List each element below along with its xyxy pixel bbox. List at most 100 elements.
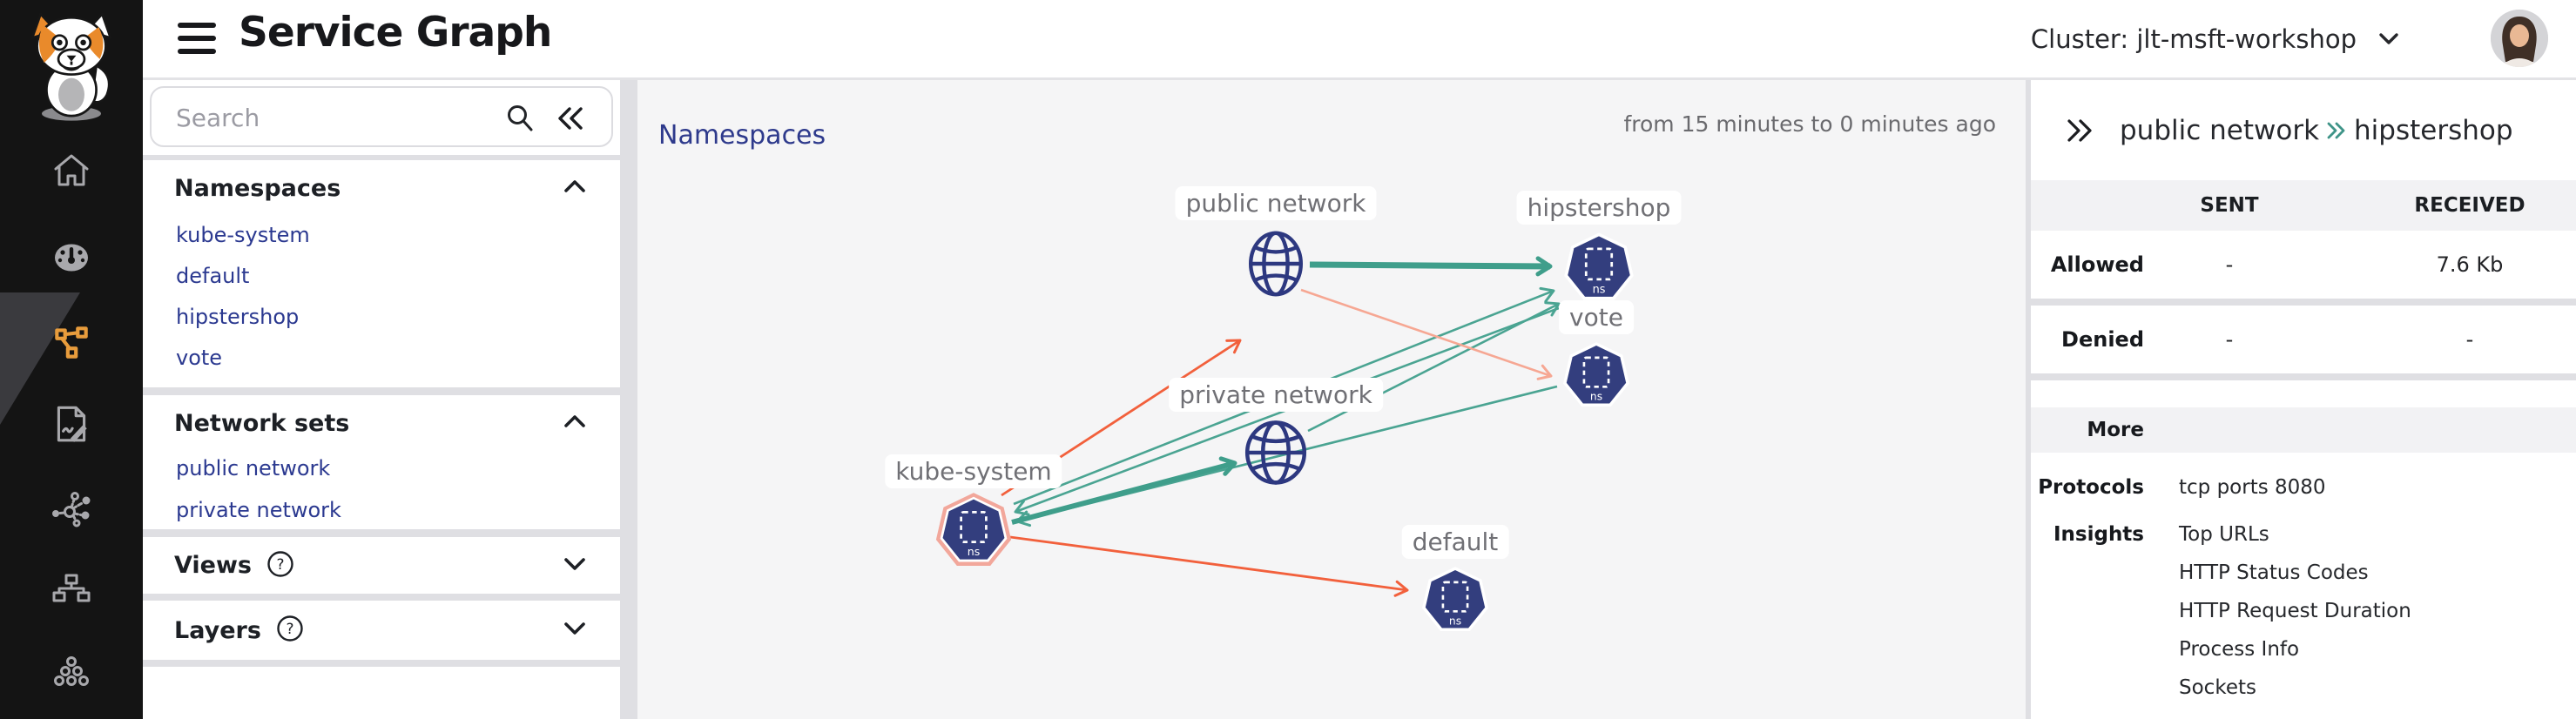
insight-item: Top URLs bbox=[2179, 523, 2269, 546]
protocols-label: Protocols bbox=[2038, 476, 2144, 499]
hamburger-menu-icon[interactable] bbox=[178, 21, 216, 56]
network-sets-section-header[interactable]: Network sets bbox=[174, 404, 589, 442]
views-section: Views ? bbox=[143, 537, 620, 594]
insights-row: Insights Top URLs HTTP Status Codes HTTP… bbox=[2031, 515, 2576, 707]
help-circle-icon[interactable]: ? bbox=[266, 549, 295, 582]
chevron-down-icon bbox=[2376, 24, 2402, 54]
policies-edit-icon bbox=[49, 402, 94, 449]
edge-breadcrumb: public network hipstershop bbox=[2120, 115, 2513, 146]
svg-text:ns: ns bbox=[1590, 390, 1602, 402]
graph-node-public-network[interactable]: public network bbox=[1175, 186, 1377, 304]
row-label: Allowed bbox=[2050, 252, 2144, 277]
service-graph-icon bbox=[48, 321, 95, 368]
sidebar-item-policies[interactable] bbox=[0, 388, 143, 463]
sidebar-item-tiers[interactable] bbox=[0, 555, 143, 630]
network-set-link-public-network[interactable]: public network bbox=[176, 456, 331, 480]
top-header: Service Graph Cluster: jlt-msft-workshop bbox=[143, 0, 2576, 80]
tiers-hierarchy-icon bbox=[49, 570, 94, 615]
more-section-header: More bbox=[2031, 407, 2576, 453]
sidebar-item-flow-visualizer[interactable] bbox=[0, 474, 143, 548]
namespaces-section: Namespaces kube-system default hipstersh… bbox=[143, 160, 620, 387]
graph-node-vote[interactable]: vote ns bbox=[1558, 300, 1635, 414]
svg-text:ns: ns bbox=[968, 545, 981, 558]
allowed-received-value: 7.6 Kb bbox=[2436, 252, 2504, 277]
insight-item: Process Info bbox=[2179, 638, 2300, 661]
protocols-row: Protocols tcp ports 8080 bbox=[2031, 468, 2576, 507]
namespace-link-hipstershop[interactable]: hipstershop bbox=[176, 305, 300, 329]
network-globe-icon bbox=[1241, 224, 1311, 304]
double-chevron-right-icon[interactable] bbox=[2062, 114, 2095, 147]
namespace-link-kube-system[interactable]: kube-system bbox=[176, 223, 310, 247]
graph-node-default[interactable]: default ns bbox=[1401, 525, 1509, 639]
graph-controls-panel: Namespaces kube-system default hipstersh… bbox=[143, 80, 631, 719]
views-section-header[interactable]: Views ? bbox=[174, 537, 589, 594]
panel-filler bbox=[143, 667, 620, 719]
sidebar-item-home[interactable] bbox=[0, 135, 143, 210]
search-input[interactable] bbox=[174, 93, 509, 142]
traffic-table-header: SENT RECEIVED bbox=[2031, 180, 2576, 231]
section-title: Layers bbox=[174, 616, 261, 644]
denied-sent-value: - bbox=[2225, 327, 2234, 352]
flow-visualizer-icon bbox=[49, 488, 94, 534]
node-label: kube-system bbox=[885, 454, 1062, 488]
edge-private-network-to-hipstershop[interactable] bbox=[1307, 301, 1561, 433]
sidebar-item-service-graph[interactable] bbox=[0, 307, 143, 382]
node-label: vote bbox=[1559, 300, 1634, 334]
namespace-heptagon-icon: ns bbox=[1559, 228, 1639, 308]
section-title: Namespaces bbox=[174, 174, 341, 202]
table-row-denied: Denied - - bbox=[2031, 306, 2576, 373]
column-header-sent: SENT bbox=[2200, 194, 2259, 217]
node-label: public network bbox=[1175, 186, 1377, 220]
layers-section: Layers ? bbox=[143, 601, 620, 660]
page-title: Service Graph bbox=[239, 9, 552, 57]
service-graph-canvas[interactable]: Namespaces from 15 minutes to 0 minutes … bbox=[637, 80, 2026, 719]
collapse-panel-double-chevron-icon[interactable] bbox=[552, 102, 587, 135]
clusters-icon bbox=[49, 654, 94, 699]
insight-item: HTTP Request Duration bbox=[2179, 600, 2411, 622]
edge-public-network-to-hipstershop[interactable] bbox=[1309, 256, 1553, 277]
namespace-heptagon-icon: ns bbox=[1417, 562, 1494, 639]
chevron-down-icon bbox=[561, 554, 589, 577]
sidebar-item-clusters[interactable] bbox=[0, 639, 143, 714]
chevron-up-icon bbox=[561, 412, 589, 434]
help-circle-icon[interactable]: ? bbox=[275, 614, 305, 647]
graph-node-private-network[interactable]: private network bbox=[1169, 378, 1383, 490]
layers-section-header[interactable]: Layers ? bbox=[174, 601, 589, 660]
namespace-heptagon-icon: ns bbox=[1558, 338, 1635, 414]
section-title: Network sets bbox=[174, 409, 350, 437]
section-title: Views bbox=[174, 552, 253, 579]
namespace-link-default[interactable]: default bbox=[176, 264, 250, 288]
network-set-link-private-network[interactable]: private network bbox=[176, 498, 341, 522]
edge-public-network-to-vote[interactable] bbox=[1300, 288, 1553, 380]
double-chevron-right-teal-icon bbox=[2324, 119, 2349, 142]
sidebar-item-dashboard[interactable] bbox=[0, 222, 143, 297]
more-label: More bbox=[2087, 419, 2144, 441]
spacer bbox=[2031, 380, 2576, 407]
search-icon[interactable] bbox=[503, 102, 536, 135]
namespace-link-vote[interactable]: vote bbox=[176, 346, 223, 370]
nav-rail bbox=[0, 0, 143, 719]
divider bbox=[2031, 373, 2576, 380]
svg-text:ns: ns bbox=[1593, 284, 1606, 297]
namespaces-section-header[interactable]: Namespaces bbox=[174, 169, 589, 207]
divider bbox=[2031, 299, 2576, 306]
node-label: default bbox=[1401, 525, 1509, 559]
cluster-selector-label: Cluster: jlt-msft-workshop bbox=[2030, 24, 2357, 54]
chevron-down-icon bbox=[561, 619, 589, 642]
edge-kube-system-to-default[interactable] bbox=[1009, 535, 1409, 597]
cluster-selector[interactable]: Cluster: jlt-msft-workshop bbox=[2031, 0, 2402, 77]
node-label: private network bbox=[1169, 378, 1383, 412]
node-label: hipstershop bbox=[1516, 191, 1682, 225]
graph-node-hipstershop[interactable]: hipstershop ns bbox=[1516, 191, 1682, 308]
network-sets-section: Network sets public network private netw… bbox=[143, 395, 620, 529]
column-header-received: RECEIVED bbox=[2414, 194, 2525, 217]
network-globe-icon bbox=[1240, 415, 1312, 490]
edge-kube-system-to-private-network[interactable] bbox=[1011, 456, 1237, 525]
search-box bbox=[150, 86, 613, 147]
time-range-label: from 15 minutes to 0 minutes ago bbox=[1623, 111, 1996, 137]
calico-cat-logo[interactable] bbox=[12, 7, 131, 122]
insights-list: Top URLs HTTP Status Codes HTTP Request … bbox=[2179, 515, 2576, 707]
user-avatar[interactable] bbox=[2491, 10, 2548, 67]
graph-node-kube-system[interactable]: kube-system ns bbox=[885, 454, 1062, 570]
